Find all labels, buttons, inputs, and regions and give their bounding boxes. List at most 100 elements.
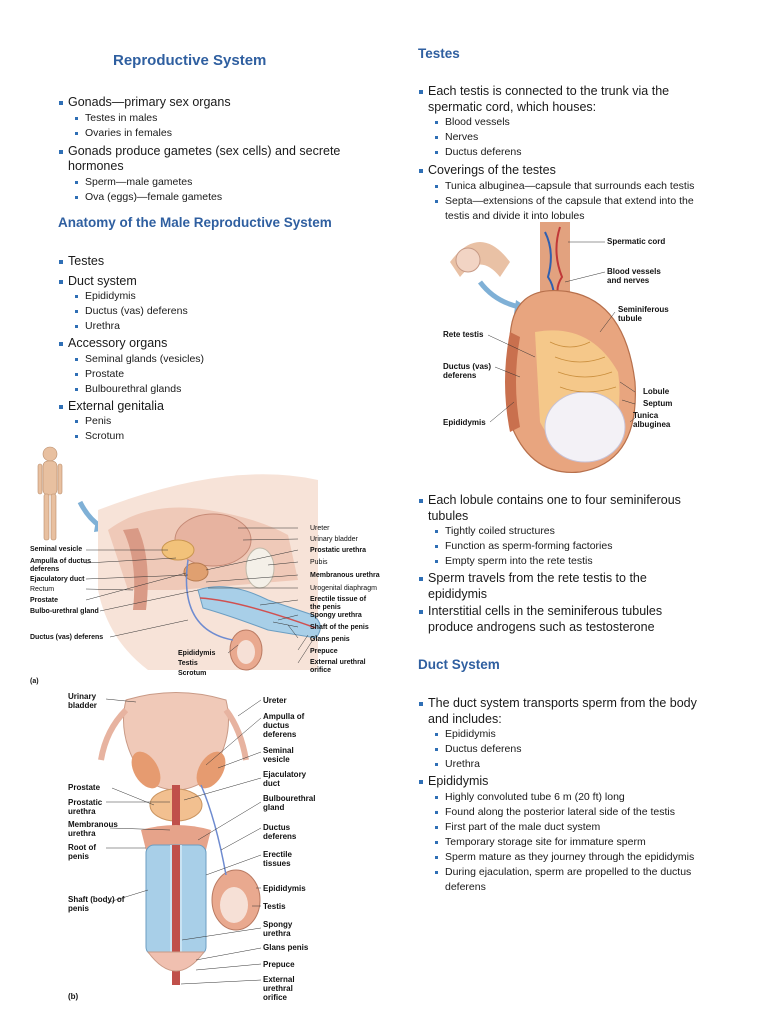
label-epididymis: Epididymis [178, 650, 216, 657]
list-item: Accessory organs [58, 336, 358, 352]
list-item: Ductus (vas) deferens [58, 304, 358, 319]
label-ureter: Ureter [263, 696, 287, 705]
label-ampulla: Ampulla of ductus deferens [30, 558, 92, 573]
list-item: Temporary storage site for immature sper… [418, 835, 718, 850]
label-prostate: Prostate [68, 783, 101, 792]
label-erectile-tissue: Erectile tissue of the penis [310, 596, 367, 611]
label-lobule: Lobule [643, 387, 670, 396]
label-ureter: Ureter [310, 525, 330, 532]
list-item: During ejaculation, sperm are propelled … [418, 865, 718, 895]
list-item: Sperm mature as they journey through the… [418, 850, 718, 865]
label-shaft-of-penis: Shaft (body) of penis [68, 895, 125, 913]
label-scrotum: Scrotum [178, 670, 207, 677]
label-urogenital-diaphragm: Urogenital diaphragm [310, 585, 377, 592]
list-item: Found along the posterior lateral side o… [418, 805, 718, 820]
label-erectile-tissues: Erectile tissues [263, 850, 292, 868]
list-item: Seminal glands (vesicles) [58, 352, 358, 367]
label-rectum: Rectum [30, 586, 55, 593]
label-spermatic-cord: Spermatic cord [607, 237, 666, 246]
list-item: Ova (eggs)—female gametes [58, 190, 358, 205]
label-ampulla: Ampulla of ductus deferens [263, 712, 305, 739]
panel-label-b: (b) [68, 992, 79, 1001]
label-seminal-vesicle: Seminal vesicle [263, 746, 294, 764]
list-item: Empty sperm into the rete testis [418, 554, 708, 569]
label-prepuce: Prepuce [310, 648, 338, 655]
label-external-urethral-orifice: External urethral orifice [263, 975, 295, 1002]
list-item: Ductus deferens [418, 145, 718, 160]
label-epididymis: Epididymis [443, 418, 486, 427]
label-membranous-urethra: Membranous urethra [68, 820, 118, 838]
label-septum: Septum [643, 399, 673, 408]
duct-title: Duct System [418, 657, 500, 672]
label-external-urethral-orifice: External urethral orifice [310, 659, 366, 674]
list-item: Testes [58, 254, 358, 270]
duct-list: The duct system transports sperm from th… [418, 696, 718, 895]
list-item: Ductus deferens [418, 742, 718, 757]
label-prostatic-urethra: Prostatic urethra [68, 798, 103, 816]
sagittal-section-illustration [37, 446, 321, 671]
list-item: Epididymis [418, 727, 718, 742]
list-item: Urethra [58, 319, 358, 334]
label-ejaculatory-duct: Ejaculatory duct [30, 576, 85, 583]
label-prostatic-urethra: Prostatic urethra [310, 547, 367, 554]
list-item: The duct system transports sperm from th… [418, 696, 718, 727]
label-testis: Testis [263, 902, 286, 911]
label-urinary-bladder: Urinary bladder [310, 536, 358, 543]
label-testis: Testis [178, 660, 198, 667]
repro-list: Gonads—primary sex organs Testes in male… [58, 95, 358, 205]
list-item: Function as sperm-forming factories [418, 539, 708, 554]
list-item: Interstitial cells in the seminiferous t… [418, 604, 708, 635]
list-item: Duct system [58, 274, 358, 290]
label-root-of-penis: Root of penis [68, 843, 96, 861]
repro-title: Reproductive System [113, 52, 267, 69]
list-item: Penis [58, 414, 358, 429]
label-spongy-urethra: Spongy urethra [310, 612, 362, 619]
label-urinary-bladder: Urinary bladder [68, 692, 97, 710]
label-rete-testis: Rete testis [443, 330, 484, 339]
label-glans-penis: Glans penis [263, 943, 309, 952]
label-bulbo-urethral-gland: Bulbo-urethral gland [30, 608, 99, 615]
label-seminal-vesicle: Seminal vesicle [30, 546, 83, 553]
list-item: Ovaries in females [58, 126, 358, 141]
list-item: Nerves [418, 130, 718, 145]
list-item: Gonads produce gametes (sex cells) and s… [58, 144, 358, 175]
label-glans-penis: Glans penis [310, 636, 350, 643]
list-item: First part of the male duct system [418, 820, 718, 835]
label-shaft-of-penis: Shaft of the penis [310, 624, 369, 631]
testes-title: Testes [418, 46, 460, 61]
label-tunica-albuginea: Tunica albuginea [633, 411, 671, 429]
list-item: Testes in males [58, 111, 358, 126]
label-spongy-urethra: Spongy urethra [263, 920, 293, 938]
label-seminiferous-tubule: Seminiferous tubule [618, 305, 669, 323]
list-item: Each testis is connected to the trunk vi… [418, 84, 718, 115]
list-item: Tightly coiled structures [418, 524, 708, 539]
label-ejaculatory-duct: Ejaculatory duct [263, 770, 307, 788]
label-epididymis: Epididymis [263, 884, 306, 893]
list-item: Epididymis [418, 774, 718, 790]
figure-a: Seminal vesicle Ampulla of ductus defere… [28, 440, 380, 690]
list-item: Blood vessels [418, 115, 718, 130]
lobule-list: Each lobule contains one to four seminif… [418, 493, 708, 635]
anatomy-list: Testes Duct system Epididymis Ductus (va… [58, 254, 358, 444]
anatomy-title: Anatomy of the Male Reproductive System [58, 215, 332, 230]
list-item: Prostate [58, 367, 358, 382]
label-ductus-deferens: Ductus deferens [263, 823, 297, 841]
label-prostate: Prostate [30, 597, 59, 604]
list-item: Bulbourethral glands [58, 382, 358, 397]
figure-b: Urinary bladder Prostate Prostatic ureth… [66, 690, 366, 1005]
panel-label-a: (a) [30, 678, 39, 685]
label-bulbourethral-gland: Bulbourethral gland [263, 794, 316, 812]
label-pubis: Pubis [310, 559, 328, 566]
list-item: Sperm—male gametes [58, 175, 358, 190]
label-ductus-deferens: Ductus (vas) deferens [30, 634, 104, 641]
testes-list: Each testis is connected to the trunk vi… [418, 84, 718, 224]
label-ductus-deferens: Ductus (vas) deferens [443, 362, 492, 380]
list-item: Tunica albuginea—capsule that surrounds … [418, 179, 718, 194]
list-item: Epididymis [58, 289, 358, 304]
list-item: Each lobule contains one to four seminif… [418, 493, 708, 524]
list-item: External genitalia [58, 399, 358, 415]
list-item: Urethra [418, 757, 718, 772]
list-item: Gonads—primary sex organs [58, 95, 358, 111]
label-blood-vessels-nerves: Blood vessels and nerves [607, 267, 661, 285]
frontal-view-illustration [98, 692, 262, 985]
